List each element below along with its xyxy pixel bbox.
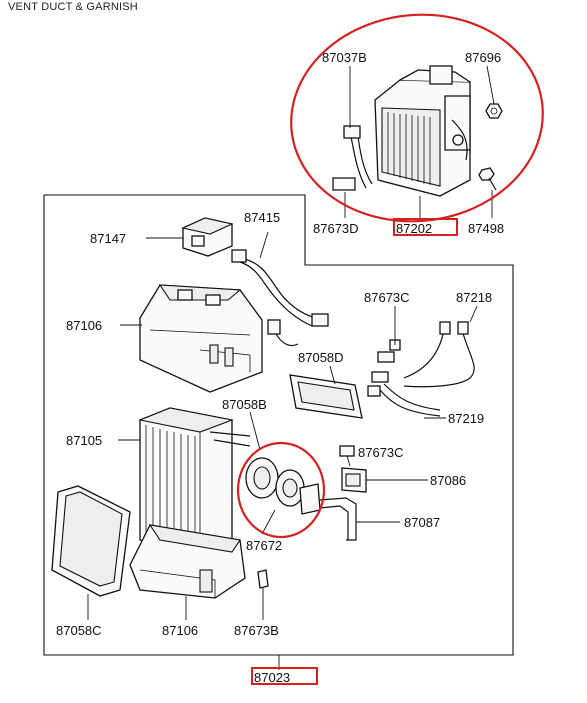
label-87106-lower: 87106	[162, 623, 198, 638]
label-87106-upper: 87106	[66, 318, 102, 333]
label-87218: 87218	[456, 290, 492, 305]
seal-87672	[245, 457, 321, 515]
hose-87037B	[332, 125, 373, 191]
gasket-87058C	[51, 485, 131, 597]
upper-case-87106	[139, 284, 263, 393]
label-87202: 87202	[396, 221, 432, 236]
label-87086: 87086	[430, 473, 466, 488]
pipe-87087	[319, 497, 357, 541]
label-87023: 87023	[254, 670, 290, 685]
label-87105: 87105	[66, 433, 102, 448]
tube-87218	[403, 321, 475, 388]
label-87673C-upper: 87673C	[364, 290, 410, 305]
cooling-unit-assembly	[374, 65, 471, 197]
label-87672: 87672	[246, 538, 282, 553]
label-87696: 87696	[465, 50, 501, 65]
highlight-circle-expansion-valve	[236, 441, 326, 539]
highlight-box-87023	[251, 667, 318, 685]
label-87673B: 87673B	[234, 623, 279, 638]
label-87673D: 87673D	[313, 221, 359, 236]
nut-87696	[485, 103, 503, 119]
label-87415: 87415	[244, 210, 280, 225]
wire-harness-87415	[231, 249, 329, 347]
label-87147: 87147	[90, 231, 126, 246]
label-87219: 87219	[448, 411, 484, 426]
label-87037B: 87037B	[322, 50, 367, 65]
clamp-87673C-mid	[339, 445, 355, 457]
bolt-87498	[478, 167, 497, 191]
clip-87673B	[257, 569, 269, 589]
assembly-frame	[43, 194, 514, 656]
label-87087: 87087	[404, 515, 440, 530]
highlight-box-87202	[393, 218, 458, 236]
label-87498: 87498	[468, 221, 504, 236]
label-87058D: 87058D	[298, 350, 344, 365]
lower-case-87106	[129, 524, 246, 599]
highlight-circle-cooling-unit	[290, 13, 544, 223]
page-title: VENT DUCT & GARNISH	[8, 1, 138, 13]
label-87058C: 87058C	[56, 623, 102, 638]
gasket-87058D	[289, 374, 363, 419]
clamp-87673C-top	[371, 339, 401, 383]
label-87673C-mid: 87673C	[358, 445, 404, 460]
expansion-valve-87086	[341, 467, 367, 493]
control-amplifier-87147	[181, 217, 234, 257]
label-87058B: 87058B	[222, 397, 267, 412]
tube-87219	[367, 383, 441, 417]
